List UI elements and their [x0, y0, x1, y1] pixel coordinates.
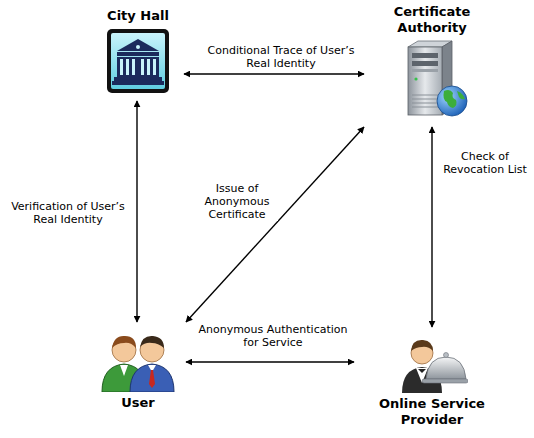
edge-label: Anonymous Authentication for Service [190, 323, 356, 349]
node-title: Certificate Authority [367, 4, 497, 36]
node-illustration [95, 27, 181, 95]
double-arrow [431, 127, 432, 327]
edge-label: Issue of Anonymous Certificate [196, 182, 278, 221]
city-hall-icon [105, 27, 171, 95]
city-hall-node: City Hall [95, 8, 181, 98]
double-arrow [186, 361, 354, 362]
double-arrow [186, 127, 364, 322]
waiter-icon [396, 333, 468, 393]
node-title: User [93, 395, 183, 411]
node-illustration [367, 39, 497, 121]
authority-node: Certificate Authority [367, 4, 497, 124]
double-arrow [136, 101, 137, 322]
edge-label: Conditional Trace of User’s Real Identit… [198, 44, 364, 70]
node-title: City Hall [95, 8, 181, 24]
server-icon [394, 39, 470, 121]
edge-label: Check of Revocation List [440, 150, 530, 176]
node-title: Online Service Provider [357, 396, 507, 428]
users-icon [98, 328, 178, 392]
node-illustration [93, 328, 183, 392]
node-illustration [357, 333, 507, 393]
edge-label: Verification of User’s Real Identity [4, 200, 132, 226]
double-arrow [184, 73, 364, 74]
provider-node: Online Service Provider [357, 330, 507, 428]
user-node: User [93, 325, 183, 411]
